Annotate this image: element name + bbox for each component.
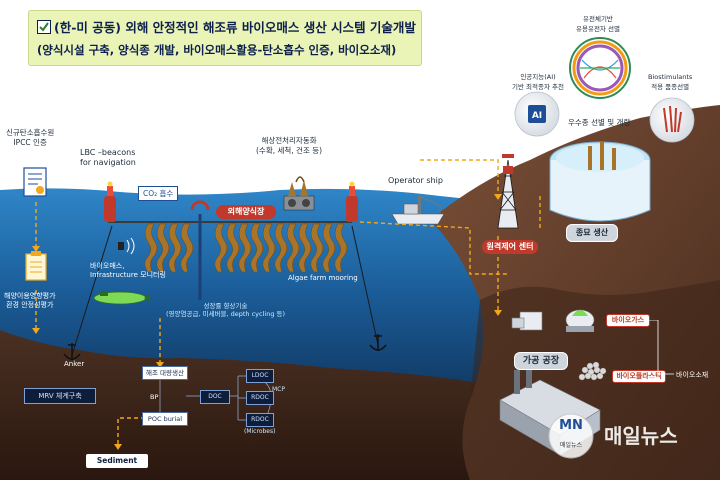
operator-ship [391, 195, 445, 225]
beacon-buoy-right [346, 181, 358, 222]
genomics-label: 유전체기반 유용유전자 선별 [576, 15, 620, 33]
bp-label: BP [150, 393, 159, 401]
checkbox-icon [37, 20, 51, 34]
mrv-box: MRV 체계구축 [24, 388, 96, 404]
microbes-label: (Microbes) [244, 428, 276, 435]
anchor-right [369, 334, 387, 351]
selection-label: 우수종 선별 및 개량 [568, 118, 631, 127]
mcp-label: MCP [272, 386, 285, 393]
biogas-label: 바이오가스 [606, 314, 650, 327]
doc-box: DOC [200, 390, 230, 404]
operator-ship-label: Operator ship [388, 176, 443, 185]
watermark-text: 매일뉴스 [604, 424, 678, 448]
lbc-label: LBC –beacons for navigation [80, 148, 136, 167]
ldoc-box: LDOC [246, 369, 274, 383]
poc-burial-box: POC burial [142, 412, 188, 426]
offshore-farm-label: 외해양식장 [216, 205, 276, 219]
seedling-tank [549, 141, 651, 222]
biomass-monitor-label: 바이오매스, Infrastructure 모니터링 [90, 262, 166, 279]
title-line-1: (한-미 공동) 외해 안정적인 해조류 바이오매스 생산 시스템 기술개발 [37, 17, 416, 36]
env-assessment-label: 해양이용영향평가 환경 안정성평가 [4, 292, 56, 309]
underwater-drone [93, 291, 150, 305]
bioplastic-pellets [578, 361, 607, 381]
biostimulant-sphere [649, 97, 695, 143]
co2-label: CO₂ 흡수 [138, 186, 179, 201]
biomass-production-box: 해조 대량생산 [142, 366, 188, 380]
ai-label: 인공지능(AI) 기반 최적종자 추천 [512, 73, 564, 91]
seabed [0, 330, 520, 480]
sediment-box: Sediment [86, 454, 148, 468]
growth-tech-label: 성장률 향상기술 (영양염공급, 미세버블, depth cycling 등) [166, 302, 286, 318]
biomaterial-label: 바이오소재 [676, 371, 709, 379]
biogas-tank [565, 309, 595, 332]
watermark: MN 매일뉴스 매일뉴스 [548, 412, 712, 464]
farm-mooring-label: Algae farm mooring [288, 274, 358, 282]
remote-control-tower [497, 154, 519, 229]
sonar-signal-icon [118, 237, 135, 255]
biomaterial-bracket [648, 320, 674, 379]
anker-label: Anker [64, 360, 85, 368]
svg-text:AI: AI [532, 111, 542, 121]
seedling-label: 종묘 생산 [566, 224, 618, 242]
beacon-buoy-left [104, 181, 116, 222]
processing-plant-label: 가공 공장 [514, 352, 568, 370]
ai-sphere: AI [514, 91, 560, 137]
clipboard-icon [25, 251, 47, 281]
genomics-circle [569, 37, 631, 99]
arrow-heads [32, 194, 502, 450]
title-line-2: (양식시설 구축, 양식종 개발, 바이오매스활용-탄소흡수 인증, 바이오소재… [37, 43, 397, 57]
biostimulant-label: Biostimulants 적용 품종선별 [648, 73, 693, 91]
watermark-logo-subtext: 매일뉴스 [559, 442, 583, 449]
rdoc-box-1: RDOC [246, 391, 274, 405]
carbon-cert-label: 신규탄소흡수원 IPCC 인증 [6, 128, 55, 147]
ipcc-document-icon [23, 167, 47, 197]
watermark-logo-text: MN [559, 418, 583, 433]
harvest-machine [283, 176, 315, 211]
remote-center-label: 원격제어 센터 [482, 240, 538, 254]
kelp-forest [144, 223, 348, 273]
harvest-automation-label: 해상전처리자동화 (수확, 세척, 건조 등) [256, 136, 323, 155]
watermark-logo [548, 413, 594, 459]
anchor-left [63, 343, 81, 360]
title-box: (한-미 공동) 외해 안정적인 해조류 바이오매스 생산 시스템 기술개발 (… [28, 10, 422, 66]
bioplastic-label: 바이오플라스틱 [612, 370, 666, 383]
rdoc-box-2: RDOC [246, 413, 274, 427]
